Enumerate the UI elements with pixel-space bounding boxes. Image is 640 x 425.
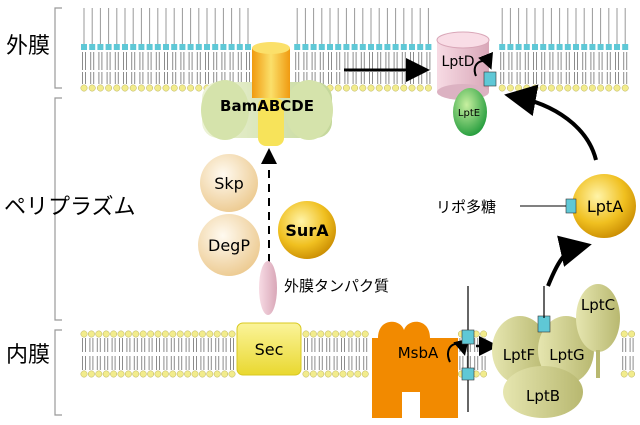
lptc-to-lpta-arrow [546,235,592,287]
inner-membrane-label: 内膜 [6,343,50,368]
lptc-label: LptC [581,296,615,314]
lps-molecule-msba [461,286,475,412]
region-brackets [54,7,62,416]
lpta-label: LptA [587,197,623,216]
msba-label: MsbA [398,344,439,362]
outer-membrane-label: 外膜 [6,34,50,59]
lps-label: リポ多糖 [436,198,496,216]
sec-label: Sec [255,340,284,359]
sec-translocon: Sec [236,322,302,376]
bam-label: BamABCDE [220,97,314,115]
skp-label: Skp [214,174,244,193]
lptg-label: LptG [549,346,584,364]
periplasm-label: ペリプラズム [4,195,136,220]
bam-complex: BamABCDE [201,42,333,146]
omp-label: 外膜タンパク質 [284,277,389,295]
degp: DegP [198,214,260,276]
lpta: LptA [520,174,636,238]
lptf-label: LptF [503,346,535,364]
lpt-bfgc-complex: LptF LptG LptB LptC [492,284,620,418]
msba: MsbA [372,321,469,418]
lptd-complex: LptD LptE [436,31,497,136]
outer-membrane [80,8,629,92]
lptd-label: LptD [442,54,475,70]
lptb-label: LptB [526,387,560,405]
lpta-to-lptd-arrow [504,84,598,161]
omp-unfolded [259,261,277,315]
sura-label: SurA [285,221,329,240]
skp: Skp [200,154,258,212]
sura: SurA [278,201,336,259]
degp-label: DegP [208,236,250,255]
lpte-label: LptE [458,108,480,119]
